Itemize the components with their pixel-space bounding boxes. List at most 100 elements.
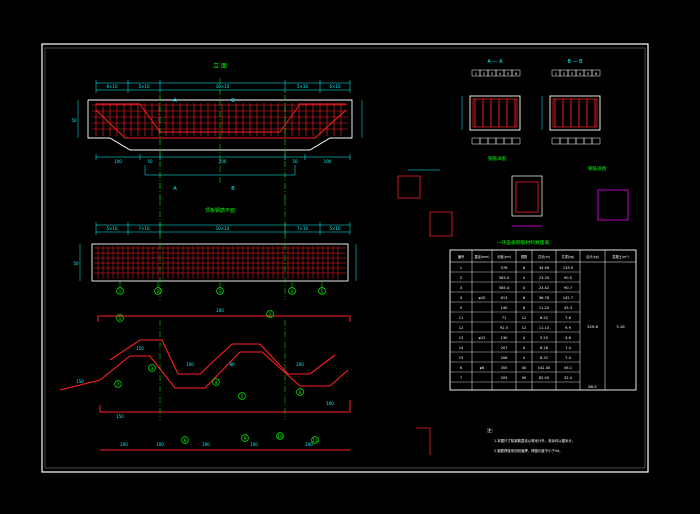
table-cell: 56.1 — [564, 366, 572, 370]
table-cell: 6 — [460, 366, 463, 370]
table-cell: 92.5 — [500, 326, 508, 330]
bent-bar-callout: 4 — [212, 378, 220, 386]
elevation-title: 立 面 — [213, 62, 227, 70]
table-cell: 90.7 — [564, 286, 572, 290]
table-cell: 82.00 — [539, 376, 550, 380]
table-cell: 6 — [523, 266, 526, 270]
elevation-bottom-dim: 200 — [219, 159, 227, 164]
table-cell: 130 — [501, 336, 509, 340]
table-cell: 7.4 — [565, 356, 571, 360]
bent-bar-callout: 1 — [116, 314, 124, 322]
table-cell: 11.20 — [539, 306, 550, 310]
bent-bar-callout: 3 — [148, 364, 156, 372]
plan-callout: 5 — [318, 287, 326, 295]
table-cell: φ12 — [479, 336, 486, 340]
straight-bar-dim: 200 — [305, 442, 313, 447]
table-cell: 7 — [460, 376, 462, 380]
section-title: A — A — [487, 59, 503, 65]
inner-frame — [44, 47, 646, 469]
callout-circle — [266, 310, 274, 318]
table-cell: 71 — [502, 316, 507, 320]
table-cell: 576 — [501, 266, 509, 270]
callout-circle — [238, 392, 246, 400]
section-title: B — B — [567, 59, 583, 65]
bent-bar-dim: 80 — [229, 362, 235, 367]
table-cell: 2 — [460, 276, 462, 280]
callout-circle — [212, 378, 220, 386]
plan-top-dim: 5×10 — [330, 226, 341, 231]
table-header: 根数 — [521, 254, 528, 259]
table-total: 529.8 — [587, 324, 598, 329]
table-cell: 8.52 — [540, 316, 548, 320]
elevation-top-dim: 6×10 — [107, 84, 118, 89]
callout-number: 1 — [119, 316, 122, 321]
callout-circle — [181, 436, 189, 444]
elevation-top-dim: 5×10 — [297, 84, 308, 89]
table-cell: 5.20 — [540, 336, 549, 340]
straight-bar-callout: 9 — [241, 434, 249, 442]
bent-bar-shape — [109, 339, 336, 375]
table-cell: 7.6 — [565, 316, 571, 320]
table-cell: 207 — [501, 346, 508, 350]
section-stirrup — [472, 98, 518, 128]
table-cell: 4 — [523, 346, 526, 350]
callout-number: 7 — [117, 382, 120, 387]
table-cell: 40 — [522, 376, 527, 380]
table-concrete: 3.16 — [616, 324, 625, 329]
section-stirrup — [552, 98, 598, 128]
table-header: 共重(kg) — [562, 254, 575, 259]
table-header: 长度(cm) — [497, 254, 511, 259]
detail-title: 钢筋详图 — [588, 165, 606, 172]
callout-number: 5 — [321, 289, 324, 294]
elevation-support-line — [144, 165, 296, 176]
callout-circle — [114, 380, 122, 388]
elevation-bottom-dim: 100 — [324, 159, 332, 164]
section-cell-label: 5 — [507, 72, 509, 76]
callout-circle — [311, 436, 319, 444]
plan-callout: 2 — [154, 287, 162, 295]
callout-number: 4 — [291, 289, 294, 294]
plan-title: 顶板钢筋平面 — [205, 207, 235, 214]
notes-line: 2.钢筋焊接采用双面焊，焊缝长度不小于5d。 — [494, 448, 563, 453]
section-cell-label: 1 — [475, 72, 477, 76]
table-cell: 12 — [522, 326, 527, 330]
straight-bar-dim: 200 — [202, 442, 210, 447]
material-table: 一块盖板钢筋材料数量表编号直径(mm)长度(cm)根数共长(m)共重(kg)合计… — [449, 239, 637, 391]
outer-frame — [41, 43, 649, 473]
table-cell: 11 — [459, 316, 464, 320]
table-cell: 5 — [460, 306, 462, 310]
callout-number: 3 — [151, 366, 154, 371]
bent-bar-straight — [97, 315, 351, 322]
table-frame — [449, 249, 637, 391]
plan-top-dim: 5×10 — [107, 226, 118, 231]
callout-number: 5 — [241, 394, 244, 399]
table-cell: 585.4 — [499, 286, 510, 290]
callout-circle — [116, 314, 124, 322]
elevation-bottom-dim: 50 — [147, 159, 153, 164]
elevation-top-dim: 5×10 — [139, 84, 150, 89]
callout-number: 11 — [312, 438, 318, 443]
section-bottom-cell — [511, 137, 521, 145]
callout-number: 2 — [269, 312, 272, 317]
table-cell: 4 — [523, 356, 526, 360]
plan-top-dim: 7×10 — [139, 226, 150, 231]
table-cell: φ20 — [479, 296, 487, 300]
section-mark: B — [231, 186, 235, 192]
section-mark: B — [231, 98, 235, 104]
bent-bar-callout: 6 — [296, 388, 304, 396]
notes: 注：1.本图尺寸除钢筋直径以毫米计外，其余均以厘米计。2.钢筋焊接采用双面焊，焊… — [416, 427, 575, 455]
section-cell-label: 4 — [499, 72, 502, 76]
section-cell-label: 5 — [587, 72, 589, 76]
small-bar-detail-2 — [429, 211, 453, 237]
callout-circle — [318, 287, 326, 295]
elevation-bottom-dim: 100 — [114, 159, 122, 164]
bent-bar-dim: 150 — [76, 379, 84, 384]
plan-top-dim: 10×10 — [216, 226, 230, 231]
section-cell-label: 4 — [579, 72, 582, 76]
section-cell-label: 3 — [571, 72, 573, 76]
